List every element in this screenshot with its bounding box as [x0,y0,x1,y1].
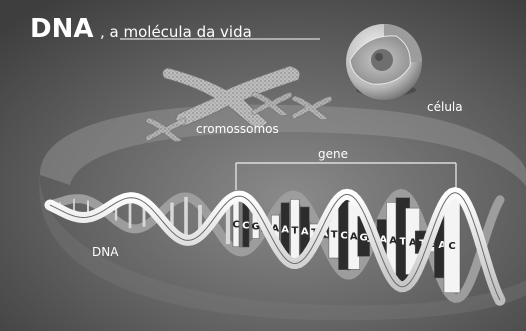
base-letter: G [359,232,367,243]
base-pair: C [444,198,460,293]
base-letter: A [281,225,289,236]
base-pair: T [291,199,300,259]
title-rest: , a molécula da vida [100,23,252,41]
base-letter: T [331,229,338,240]
base-letter: C [232,220,239,231]
base-pair: C [232,201,239,247]
title-dna: DNA [30,14,93,44]
dna-label: DNA [92,245,119,259]
base-letter: C [448,241,455,252]
base-letter: C [340,230,347,241]
chromosomes-label: cromossomos [196,122,279,136]
base-letter: C [242,221,249,232]
gene-label: gene [318,147,348,161]
base-pair: C [242,202,249,247]
cell-label: célula [427,100,463,114]
base-letter: A [301,227,309,238]
cell-illustration [346,24,422,100]
base-letter: A [350,231,358,242]
base-letter: T [291,226,298,237]
